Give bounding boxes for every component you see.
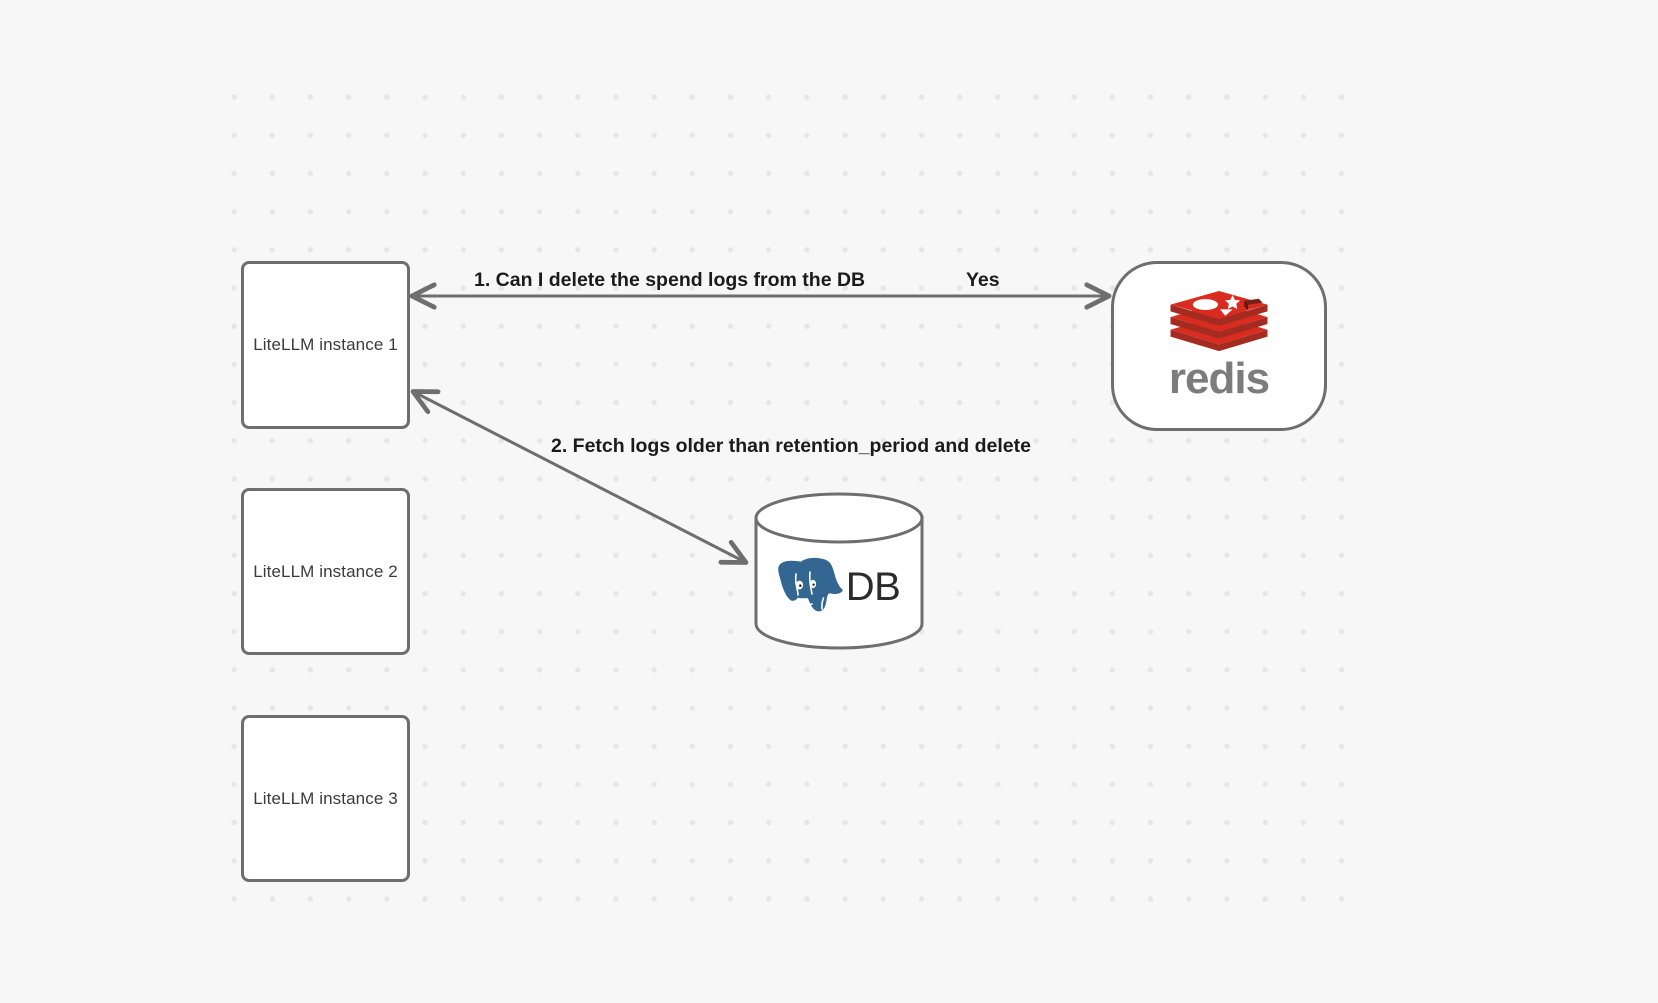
node-litellm-instance-3-label: LiteLLM instance 3: [253, 788, 398, 808]
node-redis[interactable]: redis: [1111, 261, 1327, 431]
edge-label-2: 2. Fetch logs older than retention_perio…: [551, 435, 1031, 457]
node-litellm-instance-2-label: LiteLLM instance 2: [253, 561, 398, 581]
node-litellm-instance-2[interactable]: LiteLLM instance 2: [241, 488, 410, 655]
node-litellm-instance-1-label: LiteLLM instance 1: [253, 335, 398, 354]
redis-logo-icon: [1170, 291, 1268, 352]
edge-label-redis-reply: Yes: [966, 269, 1000, 291]
redis-wordmark: redis: [1168, 354, 1270, 403]
node-litellm-instance-3[interactable]: LiteLLM instance 3: [241, 715, 410, 882]
edge-litellm1-db: [414, 392, 745, 562]
postgresql-elephant-icon: [777, 555, 844, 620]
database-label: DB: [845, 565, 901, 609]
edge-label-1: 1. Can I delete the spend logs from the …: [474, 269, 866, 291]
node-database[interactable]: DB: [753, 492, 925, 650]
node-litellm-instance-1[interactable]: LiteLLM instance 1: [241, 261, 410, 429]
